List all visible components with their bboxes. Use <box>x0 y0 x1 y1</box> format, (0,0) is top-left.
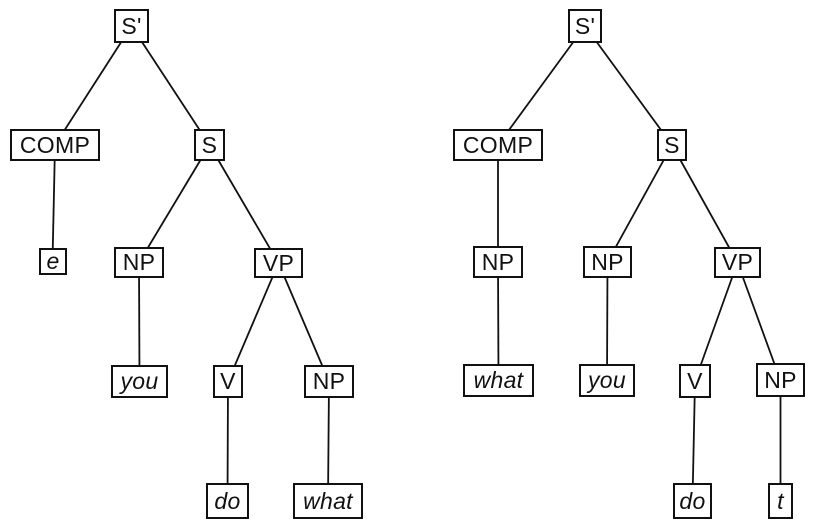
left-node-you: you <box>111 365 168 398</box>
edge-sbar-s <box>130 25 211 146</box>
edge-np2-what <box>327 381 330 502</box>
right-node-v: V <box>679 364 711 398</box>
left-node-s-bar: S' <box>114 9 149 43</box>
right-node-np-comp: NP <box>473 246 523 278</box>
edge-v-do <box>226 381 229 502</box>
left-node-vp: VP <box>254 248 303 278</box>
edge-s-vp <box>671 144 739 263</box>
left-node-comp: COMP <box>10 129 100 161</box>
edge-sbar-comp <box>497 25 586 146</box>
edge-sbar-s <box>584 25 673 146</box>
edge-s-np2 <box>606 144 673 263</box>
left-node-np-subject: NP <box>114 247 164 278</box>
right-node-s-bar: S' <box>568 9 602 43</box>
left-node-what: what <box>293 483 363 519</box>
right-node-np-subject: NP <box>583 246 632 278</box>
left-node-do: do <box>206 483 249 519</box>
edge-s-np1 <box>138 144 211 263</box>
edge-sbar-comp <box>54 25 133 146</box>
left-node-e: e <box>39 248 67 275</box>
left-node-s: S <box>194 129 225 161</box>
right-node-s: S <box>657 129 687 161</box>
left-node-v: V <box>213 365 243 398</box>
right-node-what: what <box>463 364 534 397</box>
right-node-comp: COMP <box>453 129 543 161</box>
edge-s-vp <box>208 144 280 264</box>
edge-np2-you <box>606 261 609 381</box>
right-node-you: you <box>579 364 635 397</box>
edge-vp-v <box>694 262 739 382</box>
right-node-np-object: NP <box>756 363 805 397</box>
edge-np1-what <box>497 261 500 381</box>
left-node-np-object: NP <box>304 365 354 398</box>
right-node-vp: VP <box>714 247 761 278</box>
edge-vp-np2 <box>277 262 330 382</box>
edge-comp-e <box>51 144 56 262</box>
edge-np1-you <box>138 262 141 382</box>
right-node-t: t <box>768 483 793 519</box>
edge-v-do <box>691 380 696 502</box>
edge-vp-v <box>227 262 280 382</box>
right-node-do: do <box>673 483 712 519</box>
edge-vp-np3 <box>736 262 782 381</box>
